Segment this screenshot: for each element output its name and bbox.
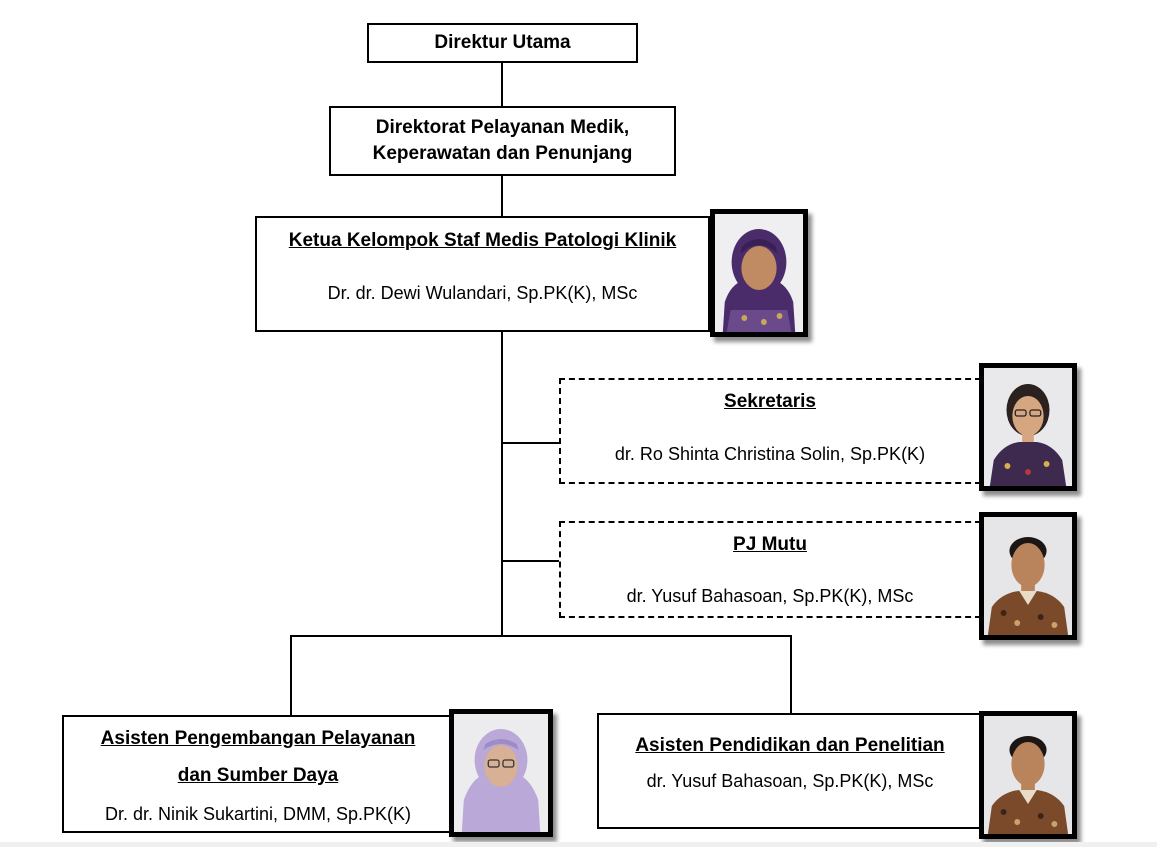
node-title: Direktur Utama [434,32,571,53]
portrait-secretary-photo [979,363,1077,491]
node-person: Dr. dr. Ninik Sukartini, DMM, Sp.PK(K) [104,804,412,824]
connector-directorate-to-head [501,175,503,217]
node-role-line2: dan Sumber Daya [177,765,339,786]
portrait-quality-photo [979,512,1077,640]
connector-to-assistant-education [790,635,792,715]
node-role-line1: Asisten Pengembangan Pelayanan [100,728,416,749]
node-role: Asisten Pendidikan dan Penelitian [635,735,945,756]
portrait-assistant-services-photo [449,709,553,837]
connector-to-quality [501,560,560,562]
node-person: dr. Ro Shinta Christina Solin, Sp.PK(K) [614,444,926,464]
connector-to-assistant-services [290,635,292,715]
node-direktur-utama: Direktur Utama [367,23,638,63]
node-person: dr. Yusuf Bahasoan, Sp.PK(K), MSc [626,586,914,606]
node-title-line1: Direktorat Pelayanan Medik, [375,117,630,138]
node-role: Ketua Kelompok Staf Medis Patologi Klini… [288,230,677,251]
bottom-edge [0,842,1157,847]
node-assistant-services: Asisten Pengembangan Pelayanan dan Sumbe… [62,715,454,833]
connector-horizontal-bottom [290,635,792,637]
node-person: dr. Yusuf Bahasoan, Sp.PK(K), MSc [646,771,934,791]
node-person: Dr. dr. Dewi Wulandari, Sp.PK(K), MSc [327,283,638,303]
connector-to-secretary [501,442,560,444]
portrait-head-photo [710,209,808,337]
connector-top-to-directorate [501,61,503,107]
node-title-line2: Keperawatan dan Penunjang [372,143,633,164]
node-secretary: Sekretaris dr. Ro Shinta Christina Solin… [559,378,981,484]
node-quality: PJ Mutu dr. Yusuf Bahasoan, Sp.PK(K), MS… [559,521,981,618]
node-head: Ketua Kelompok Staf Medis Patologi Klini… [255,216,710,332]
node-directorate: Direktorat Pelayanan Medik, Keperawatan … [329,106,676,176]
connector-head-trunk [501,331,503,636]
node-role: Sekretaris [724,391,816,412]
node-assistant-education: Asisten Pendidikan dan Penelitian dr. Yu… [597,713,983,829]
portrait-assistant-education-photo [979,711,1077,839]
node-role: PJ Mutu [733,534,807,555]
